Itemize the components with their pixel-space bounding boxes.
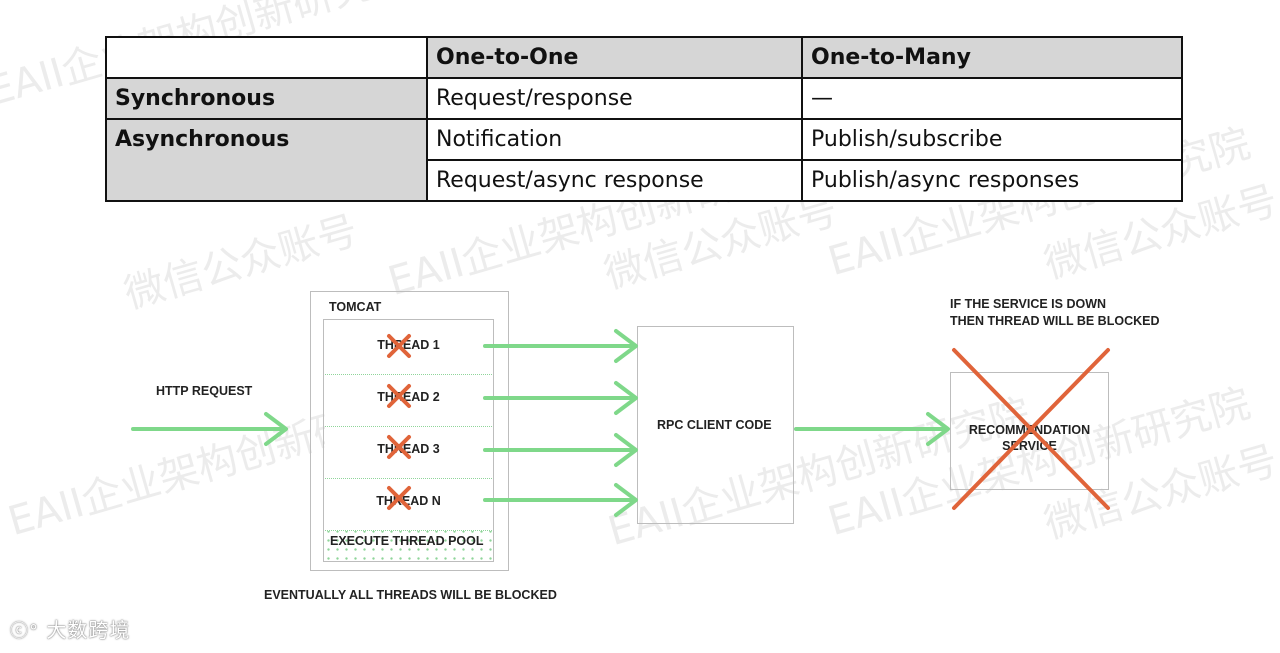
rpc-to-service-arrow [794, 412, 950, 446]
rpc-client-label: RPC CLIENT CODE [657, 418, 772, 432]
row-header-asynchronous: Asynchronous [105, 118, 428, 202]
row-header-synchronous: Synchronous [105, 77, 428, 120]
table-row-synchronous: Synchronous Request/response — [105, 77, 1183, 120]
table-row-asynchronous: Asynchronous Notification Publish/subscr… [105, 118, 1183, 202]
thread-arrow [483, 433, 638, 467]
table-corner-cell [105, 36, 428, 79]
service-down-cross-icon [952, 348, 1110, 510]
brand-logo-icon: ⓒ° [10, 621, 39, 642]
tomcat-box [310, 291, 509, 571]
rpc-client-box [637, 326, 794, 524]
table-cell: Publish/async responses [801, 159, 1183, 202]
table-cell: Request/async response [426, 159, 803, 202]
table-row-asynchronous-2: Request/async response Publish/async res… [106, 159, 1183, 202]
blocked-cross-icon [387, 334, 411, 358]
thread-arrow [483, 483, 638, 517]
tomcat-label: TOMCAT [329, 300, 382, 314]
thread-arrow [483, 329, 638, 363]
http-request-label: HTTP REQUEST [156, 384, 253, 398]
table-cell: — [801, 77, 1183, 120]
column-header-one-to-one: One-to-One [426, 36, 803, 79]
table-cell: Publish/subscribe [801, 118, 1183, 161]
service-down-note: IF THE SERVICE IS DOWN [950, 297, 1107, 311]
brand-logo-text: 大数跨境 [46, 618, 131, 642]
blocked-cross-icon [387, 435, 411, 459]
table-header-row: One-to-One One-to-Many [105, 36, 1183, 79]
table-cell: Notification [426, 118, 803, 161]
thread-row: THREAD 1 [325, 323, 492, 375]
thread-arrow [483, 381, 638, 415]
footer-note: EVENTUALLY ALL THREADS WILL BE BLOCKED [264, 588, 557, 602]
thread-row: THREAD 2 [325, 375, 492, 427]
column-header-one-to-many: One-to-Many [801, 36, 1183, 79]
recommendation-service-box [950, 372, 1109, 490]
http-request-arrow [131, 412, 288, 446]
brand-logo: ⓒ° 大数跨境 [10, 614, 130, 643]
blocked-cross-icon [387, 384, 411, 408]
thread-pool-label: EXECUTE THREAD POOL [330, 534, 484, 548]
interaction-styles-table: One-to-One One-to-Many Synchronous Reque… [105, 36, 1183, 202]
blocked-cross-icon [387, 486, 411, 510]
service-down-note: THEN THREAD WILL BE BLOCKED [950, 314, 1160, 328]
table-cell: Request/response [426, 77, 803, 120]
